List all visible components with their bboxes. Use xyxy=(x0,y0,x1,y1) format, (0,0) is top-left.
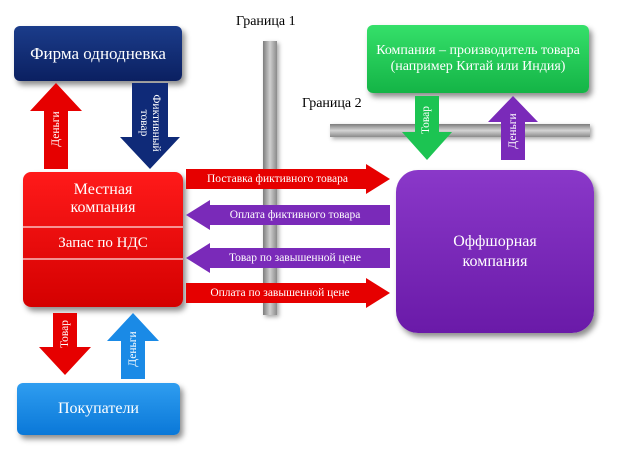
offshore-label: Оффшорная компания xyxy=(453,232,537,270)
inflated-payment-label: Оплата по завышенной цене xyxy=(210,287,350,299)
offshore-box: Оффшорная компания xyxy=(396,170,594,333)
money-up-label: Деньги xyxy=(50,111,62,147)
fictitious-payment-arrow xyxy=(186,200,390,230)
producer-label: Компания – производитель товара (наприме… xyxy=(376,43,580,74)
money-to-producer-arrow xyxy=(488,96,538,160)
goods-to-offshore-arrow xyxy=(402,96,452,160)
inflated-goods-arrow xyxy=(186,243,390,273)
goods-down-arrow xyxy=(39,313,91,375)
fictitious-goods-arrow xyxy=(120,83,180,169)
local-company-box: Местная компания Запас по НДС xyxy=(23,172,183,307)
local-divider-bottom xyxy=(23,258,183,260)
inflated-goods-label: Товар по завышенной цене xyxy=(228,252,362,264)
producer-box: Компания – производитель товара (наприме… xyxy=(367,25,589,93)
goods-to-offshore-label: Товар xyxy=(420,105,432,135)
money-to-producer-label: Деньги xyxy=(507,113,519,149)
fictitious-goods-text: Фиктивный товар xyxy=(138,94,162,152)
border-1-label: Граница 1 xyxy=(236,14,296,29)
money-from-buyers-label: Деньги xyxy=(127,331,139,367)
fictitious-supply-label: Поставка фиктивного товара xyxy=(206,173,348,185)
vat-reserve-label: Запас по НДС xyxy=(58,234,148,251)
money-from-buyers-arrow xyxy=(107,313,159,379)
inflated-payment-arrow xyxy=(186,278,390,308)
goods-down-label: Товар xyxy=(59,319,71,349)
border-2-label: Граница 2 xyxy=(302,96,362,111)
fictitious-supply-arrow xyxy=(186,164,390,194)
money-up-arrow xyxy=(30,83,82,169)
border-2-bar xyxy=(330,124,590,137)
buyers-label: Покупатели xyxy=(58,400,139,417)
shell-firm-label: Фирма однодневка xyxy=(30,43,166,63)
local-divider-top xyxy=(23,226,183,228)
local-company-label: Местная компания xyxy=(70,181,136,216)
fictitious-goods-label: Фиктивный товар xyxy=(135,83,165,163)
buyers-box: Покупатели xyxy=(17,383,180,435)
shell-firm-box: Фирма однодневка xyxy=(14,26,182,81)
fictitious-payment-label: Оплата фиктивного товара xyxy=(229,209,361,221)
